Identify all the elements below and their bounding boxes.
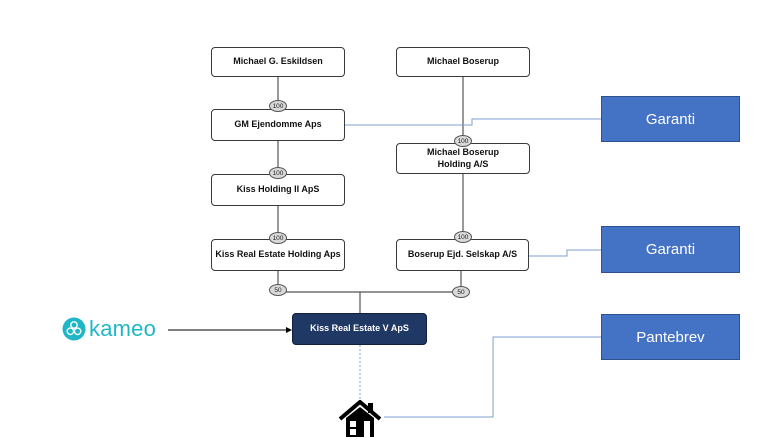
ownership-badge-gm-kiss-holding: 100 <box>269 167 287 179</box>
ownership-badge-boserup-ejd-kre-v: 50 <box>452 286 470 298</box>
label-michael-boserup-holding: Michael Boserup Holding A/S <box>426 147 500 169</box>
garanti-label-1: Garanti <box>645 110 696 128</box>
box-michael-g-eskildsen: Michael G. Eskildsen <box>211 47 345 77</box>
label-boserup-ejd: Boserup Ejd. Selskap A/S <box>407 249 518 260</box>
box-boserup-ejd: Boserup Ejd. Selskap A/S <box>396 239 529 271</box>
pantebrev-box: Pantebrev <box>601 314 740 360</box>
box-michael-boserup-holding: Michael Boserup Holding A/S <box>396 143 530 174</box>
box-kiss-real-estate-holding: Kiss Real Estate Holding Aps <box>211 239 345 271</box>
garanti-box-1: Garanti <box>601 96 740 142</box>
ownership-badge-eskildsen-gm: 100 <box>269 100 287 112</box>
ownership-badge-kiss-holding-kre-holding: 100 <box>269 232 287 244</box>
box-kiss-real-estate-v: Kiss Real Estate V ApS <box>292 313 427 345</box>
label-gm-ejendomme: GM Ejendomme Aps <box>234 119 322 130</box>
label-michael-boserup: Michael Boserup <box>426 56 500 67</box>
line-boserup-ejd-garanti <box>529 249 601 257</box>
box-gm-ejendomme: GM Ejendomme Aps <box>211 109 345 141</box>
label-kiss-real-estate-holding: Kiss Real Estate Holding Aps <box>215 249 341 260</box>
garanti-box-2: Garanti <box>601 226 740 273</box>
kameo-logo: kameo <box>62 316 156 342</box>
line-gm-garanti <box>345 118 601 126</box>
ownership-badge-boserup-holding: 100 <box>454 135 472 147</box>
box-michael-boserup: Michael Boserup <box>396 47 530 77</box>
garanti-label-2: Garanti <box>645 241 696 258</box>
pantebrev-label: Pantebrev <box>636 328 705 346</box>
kameo-logo-icon <box>62 317 86 341</box>
ownership-badge-kre-holding-kre-v: 50 <box>269 284 287 296</box>
label-michael-g-eskildsen: Michael G. Eskildsen <box>233 56 323 67</box>
ownership-badge-holding-boserup-ejd: 100 <box>454 231 472 243</box>
label-kiss-holding: Kiss Holding II ApS <box>236 184 320 195</box>
house-icon <box>338 399 382 443</box>
line-property-pantebrev <box>384 336 601 418</box>
label-kiss-real-estate-v: Kiss Real Estate V ApS <box>310 323 409 334</box>
kameo-logo-text: kameo <box>89 316 157 341</box>
